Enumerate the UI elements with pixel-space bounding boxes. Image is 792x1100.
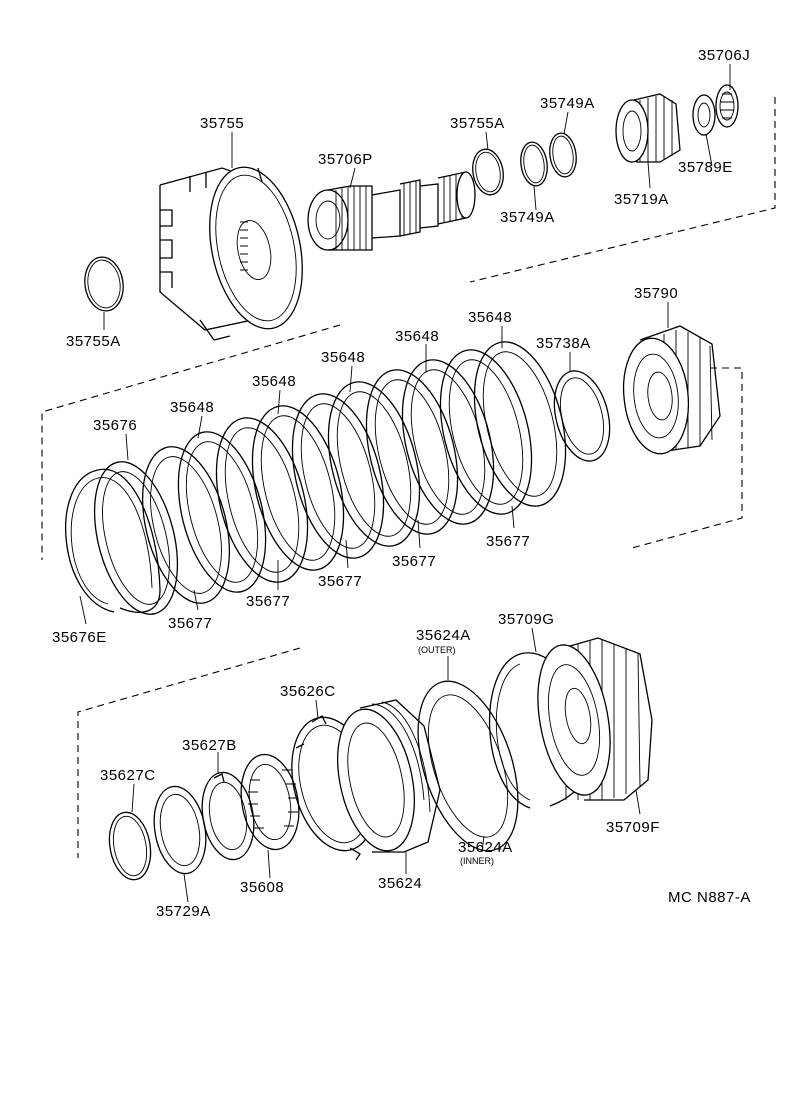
label-inner-note: (INNER) [460,856,494,866]
label-35738A: 35738A [536,335,591,352]
label-35677-a: 35677 [486,533,530,550]
label-35789E: 35789E [678,159,733,176]
label-35648-d: 35648 [252,373,296,390]
label-35648-a: 35648 [468,309,512,326]
label-35677-d: 35677 [246,593,290,610]
label-35676E: 35676E [52,629,107,646]
part-35627B-plate [201,771,255,861]
part-35790-hub [622,325,721,455]
label-35676: 35676 [93,417,137,434]
clutch-plates [93,341,567,615]
label-35755: 35755 [200,115,244,132]
part-35755-drum [159,166,303,341]
label-35749A-bot: 35749A [500,209,555,226]
part-35608-spring-retainer [240,753,300,851]
leader-lines [79,64,731,903]
label-35749A-top: 35749A [540,95,595,112]
label-35706J: 35706J [698,47,750,64]
label-35648-b: 35648 [395,328,439,345]
part-35749A-rings [520,132,577,187]
label-35648-e: 35648 [170,399,214,416]
part-35676E-snap-ring [65,468,161,613]
label-35755A-top: 35755A [450,115,505,132]
label-35608: 35608 [240,879,284,896]
label-35790: 35790 [634,285,678,302]
part-35789E-washer [692,94,716,136]
label-35709F: 35709F [606,819,660,836]
part-35706J-bearing [715,84,739,128]
group-boundaries [41,97,776,858]
part-35738A-snap-ring [553,370,611,462]
label-35624A-outer: 35624A [416,627,471,644]
label-35627C: 35627C [100,767,156,784]
part-35706P-shaft [307,171,476,251]
label-35677-b: 35677 [392,553,436,570]
label-35624: 35624 [378,875,422,892]
label-35627B: 35627B [182,737,237,754]
label-35706P: 35706P [318,151,373,168]
part-35709F-drum [537,637,653,801]
label-35677-c: 35677 [318,573,362,590]
part-35755A-snap-ring [84,256,124,312]
part-35719A-bearing [615,93,681,163]
part-35755A-ring-top [472,148,504,196]
part-labels: 35706J 35749A 35755 35755A 35706P 35789E… [52,47,751,920]
label-35624A-inner: 35624A [458,839,513,856]
label-35709G: 35709G [498,611,554,628]
label-35729A: 35729A [156,903,211,920]
label-35719A: 35719A [614,191,669,208]
label-35755A-left: 35755A [66,333,121,350]
label-35626C: 35626C [280,683,336,700]
label-outer-note: (OUTER) [418,645,456,655]
part-35624A-outer-seal [417,680,519,852]
part-35627C-snap-ring [108,811,152,881]
figure-code: MC N887-A [668,889,751,906]
part-35624-piston [337,699,441,853]
label-35677-e: 35677 [168,615,212,632]
label-35648-c: 35648 [321,349,365,366]
